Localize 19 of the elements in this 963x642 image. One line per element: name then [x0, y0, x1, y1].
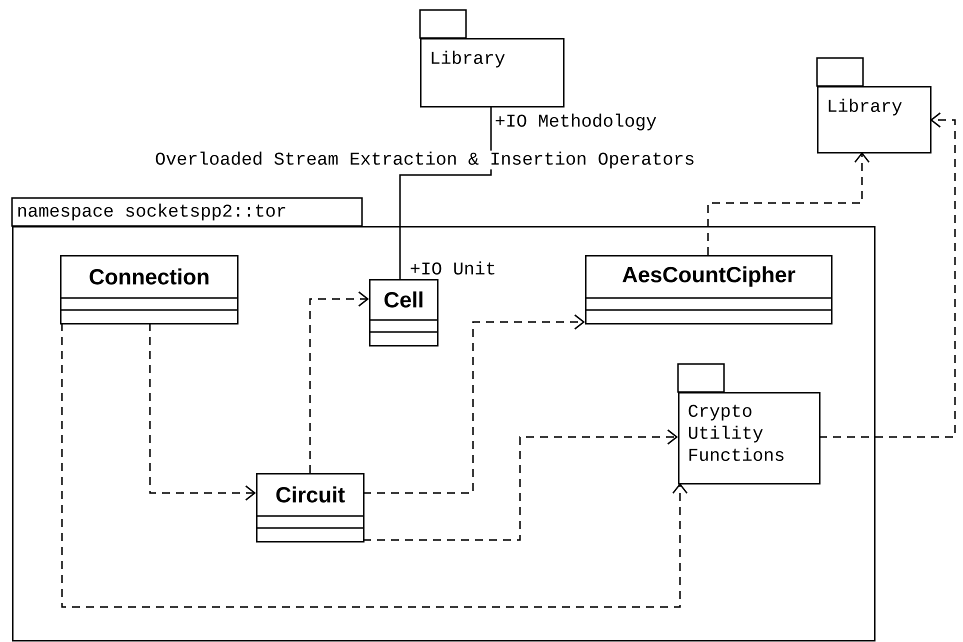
dependency-arrow	[819, 112, 956, 438]
package-box: Library	[816, 57, 932, 154]
package-box: Library	[419, 9, 564, 108]
class-box: AesCountCipher	[585, 255, 832, 324]
dependency-arrow	[363, 429, 678, 541]
association-line	[399, 106, 492, 279]
role-label: +IO Unit	[410, 261, 494, 275]
class-box: Cell	[369, 279, 438, 346]
dependency-arrow	[149, 323, 256, 501]
edge-label: Overloaded Stream Extraction & Insertion Operators	[154, 150, 696, 170]
dependency-arrow	[61, 323, 688, 608]
role-label: +IO Methodology	[496, 114, 656, 130]
dependency-arrow	[707, 152, 870, 255]
dependency-arrow	[363, 314, 585, 494]
class-box: Connection	[60, 255, 238, 324]
node-label: namespace socketspp2::tor	[18, 204, 286, 220]
package-box: Crypto Utility Functions	[677, 363, 820, 484]
dependency-arrow	[309, 291, 369, 473]
class-box: Circuit	[256, 473, 364, 542]
